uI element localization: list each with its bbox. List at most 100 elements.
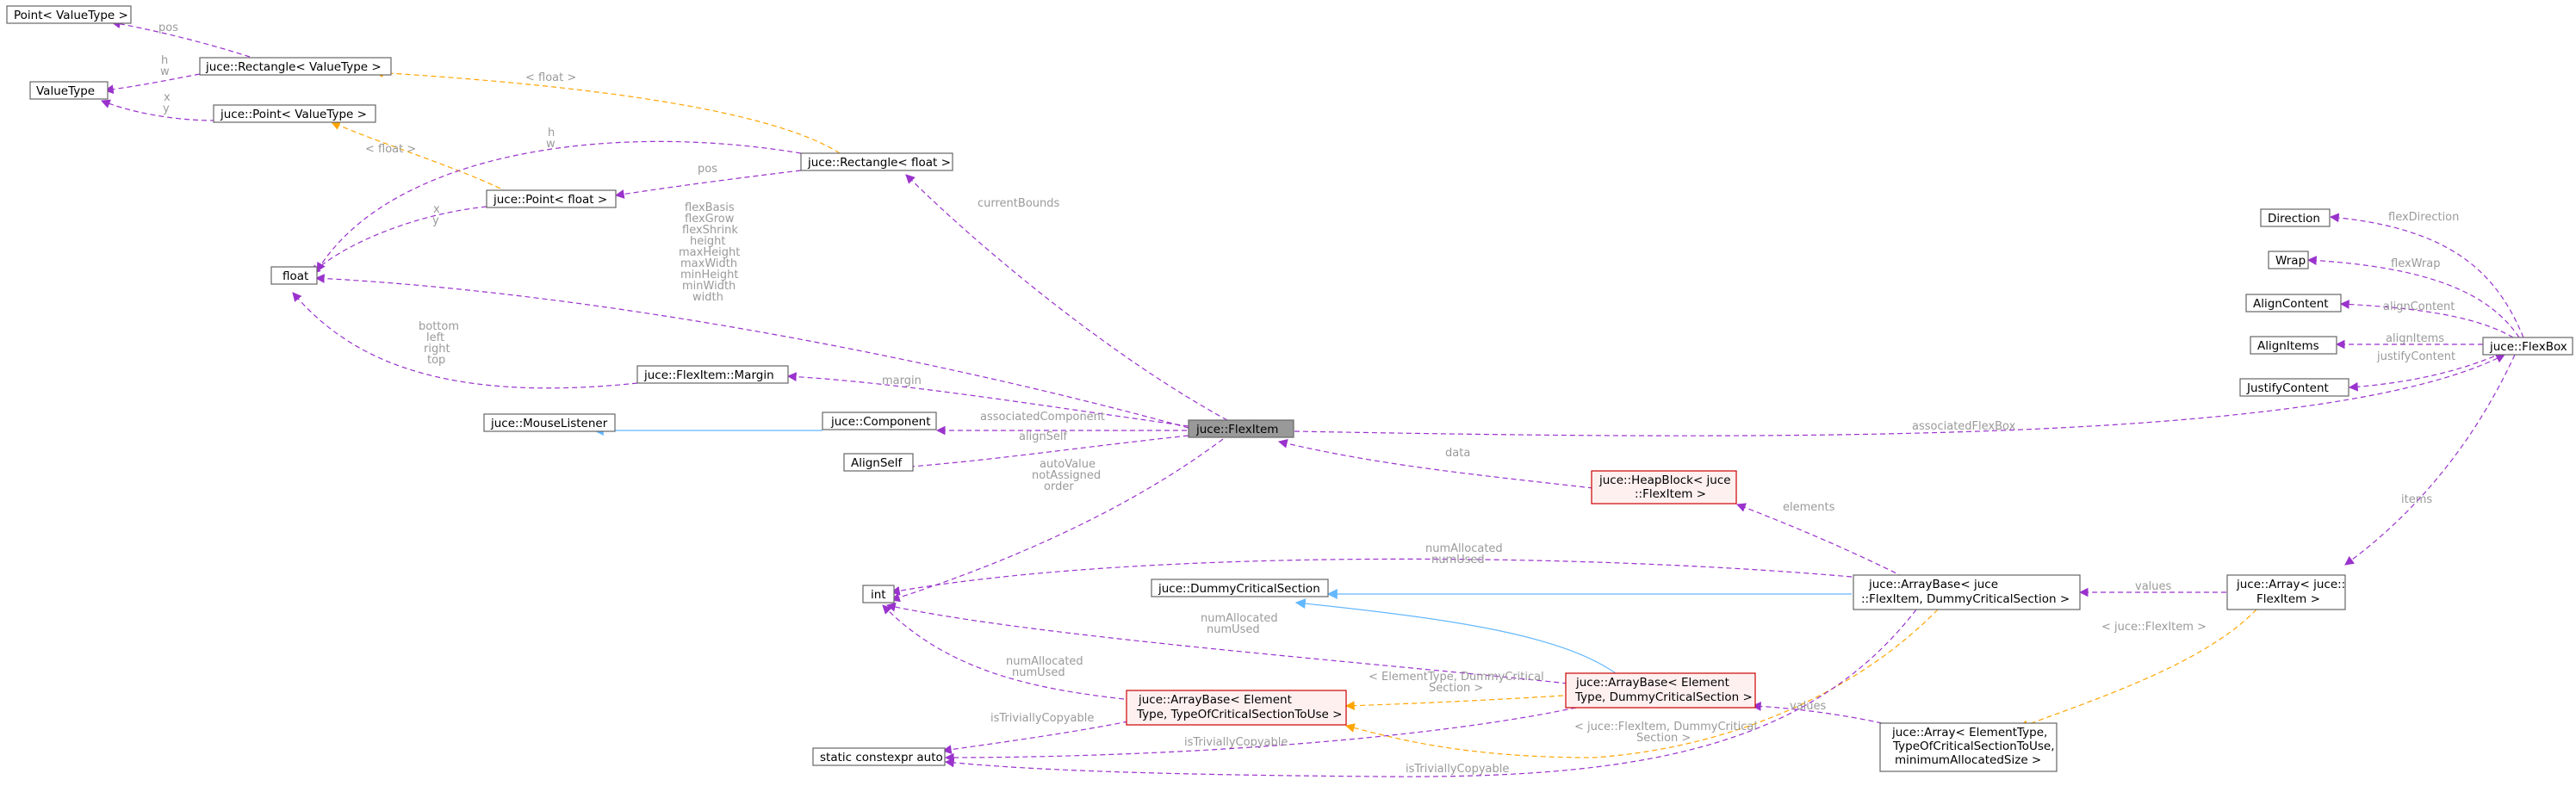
svg-text:TypeOfCriticalSectionToUse,: TypeOfCriticalSectionToUse, (1892, 740, 2054, 753)
label-associated-component: associatedComponent (980, 411, 1105, 424)
svg-text:juce::FlexItem: juce::FlexItem (1195, 423, 1278, 436)
svg-text:Direction: Direction (2268, 212, 2320, 226)
edge-justify-content (2348, 352, 2503, 392)
edge-num-alloc-used-2 (885, 602, 1577, 685)
label-max-height: maxHeight (679, 246, 740, 259)
svg-text:FlexItem >: FlexItem > (2256, 592, 2320, 606)
node-justifycontent[interactable]: JustifyContent (2239, 378, 2349, 397)
node-arraybase-element-dummy[interactable]: juce::ArrayBase< Element Type, DummyCrit… (1565, 672, 1756, 709)
label-pos-top: pos (158, 22, 178, 34)
label-flexitem-dummy-tmpl-1: < juce::FlexItem, DummyCritical (1574, 721, 1757, 733)
label-min-height: minHeight (680, 269, 739, 282)
node-static-constexpr-auto[interactable]: static constexpr auto (812, 747, 946, 766)
svg-text:juce::HeapBlock< juce: juce::HeapBlock< juce (1598, 473, 1731, 487)
svg-text:Type, TypeOfCriticalSectionToU: Type, TypeOfCriticalSectionToUse > (1136, 708, 1342, 721)
edge-inherit-dummycs-2 (1294, 598, 1620, 677)
label-flex-basis: flexBasis (685, 201, 735, 214)
edge-flexitem-dummy-tmpl (1344, 609, 1939, 758)
node-point-valuetype[interactable]: Point< ValueType > (6, 5, 132, 24)
edge-flex-fields (314, 274, 1189, 429)
edges (100, 19, 2524, 777)
svg-text:static constexpr auto: static constexpr auto (820, 751, 943, 764)
node-array-generic[interactable]: juce::Array< ElementType, TypeOfCritical… (1879, 722, 2058, 772)
edge-hw-top (103, 73, 201, 95)
label-values-1: values (2135, 580, 2172, 593)
nodes: Point< ValueType > juce::Rectangle< Valu… (6, 5, 2573, 772)
label-y-mid: y (432, 214, 439, 227)
label-flex-direction: flexDirection (2388, 211, 2459, 224)
node-array-flexitem[interactable]: juce::Array< juce:: FlexItem > (2226, 574, 2346, 610)
svg-text:ValueType: ValueType (36, 84, 95, 98)
node-juce-point-valuetype[interactable]: juce::Point< ValueType > (213, 104, 376, 123)
label-flexitem-dummy-tmpl-2: Section > (1636, 732, 1691, 745)
svg-text:juce::MouseListener: juce::MouseListener (490, 417, 608, 430)
label-is-trivially-copyable-1: isTriviallyCopyable (990, 712, 1094, 725)
edge-num-alloc-used-1 (890, 558, 1853, 596)
label-justify-content: justifyContent (2376, 350, 2455, 363)
edge-pos-mid (614, 170, 802, 199)
label-h-float: h (548, 127, 555, 139)
edge-is-trivially-copyable-3 (944, 609, 1917, 777)
edge-values-2 (1751, 702, 1883, 724)
edge-juce-flexitem-tmpl (2018, 609, 2257, 729)
node-flexitem[interactable]: juce::FlexItem (1188, 419, 1294, 438)
edge-align-content (2339, 300, 2514, 338)
edge-xy-top (100, 99, 216, 121)
node-mouselistener[interactable]: juce::MouseListener (483, 413, 616, 432)
node-heapblock[interactable]: juce::HeapBlock< juce ::FlexItem > (1591, 470, 1737, 504)
label-align-items: alignItems (2386, 332, 2444, 345)
svg-text:juce::ArrayBase< Element: juce::ArrayBase< Element (1575, 676, 1729, 690)
label-max-width: maxWidth (680, 257, 737, 270)
svg-text:minimumAllocatedSize >: minimumAllocatedSize > (1895, 753, 2041, 767)
node-rectangle-valuetype[interactable]: juce::Rectangle< ValueType > (199, 57, 392, 76)
svg-text:juce::Array< ElementType,: juce::Array< ElementType, (1891, 726, 2047, 740)
svg-text:juce::ArrayBase< juce: juce::ArrayBase< juce (1868, 578, 1998, 591)
edge-elements (1735, 503, 1904, 578)
node-point-float[interactable]: juce::Point< float > (486, 189, 617, 208)
svg-text:AlignItems: AlignItems (2257, 339, 2319, 353)
label-is-trivially-copyable-2: isTriviallyCopyable (1184, 736, 1288, 749)
node-wrap[interactable]: Wrap (2268, 251, 2309, 269)
node-alignitems[interactable]: AlignItems (2250, 336, 2337, 355)
node-arraybase-flexitem[interactable]: juce::ArrayBase< juce ::FlexItem, DummyC… (1853, 574, 2081, 610)
node-valuetype[interactable]: ValueType (29, 81, 109, 100)
edge-labels: pos h w x y < float > < float > h w pos … (158, 22, 2459, 776)
label-num-used-2: numUsed (1207, 623, 1260, 636)
label-margin-fields: bottom left right top (419, 320, 459, 367)
svg-text:AlignSelf: AlignSelf (851, 456, 903, 470)
node-dummy-critical-section[interactable]: juce::DummyCriticalSection (1151, 579, 1329, 597)
node-direction[interactable]: Direction (2260, 208, 2331, 227)
label-min-width: minWidth (682, 280, 736, 293)
edge-flex-wrap (2306, 256, 2520, 338)
label-x-mid: x (433, 203, 440, 216)
label-elem-dummy-tmpl-2: Section > (1429, 682, 1483, 695)
edge-margin-fields (292, 292, 638, 389)
edge-data (1277, 438, 1594, 489)
node-flexbox[interactable]: juce::FlexBox (2482, 337, 2573, 356)
svg-text:juce::FlexBox: juce::FlexBox (2489, 340, 2567, 354)
node-flexitem-margin[interactable]: juce::FlexItem::Margin (636, 365, 789, 384)
edge-num-alloc-used-3 (882, 604, 1125, 700)
node-component[interactable]: juce::Component (822, 412, 937, 430)
node-float[interactable]: float (270, 266, 318, 285)
node-alignself[interactable]: AlignSelf (843, 453, 914, 472)
label-pos-mid: pos (698, 163, 717, 176)
label-items: items (2401, 493, 2432, 506)
svg-text:juce::Component: juce::Component (830, 415, 931, 429)
node-int[interactable]: int (862, 585, 895, 603)
label-height: height (690, 235, 725, 248)
edge-float-tmpl-rect (373, 68, 841, 154)
label-flex-fields: flexBasis flexGrow flexShrink height max… (679, 201, 740, 304)
label-bottom: bottom (419, 320, 459, 333)
svg-text:::FlexItem >: ::FlexItem > (1635, 487, 1706, 501)
svg-text:Point< ValueType >: Point< ValueType > (14, 9, 128, 22)
node-rectangle-float[interactable]: juce::Rectangle< float > (800, 152, 953, 171)
node-arraybase-element-typeofcs[interactable]: juce::ArrayBase< Element Type, TypeOfCri… (1126, 690, 1347, 726)
node-aligncontent[interactable]: AlignContent (2245, 294, 2342, 313)
label-align-content: alignContent (2383, 300, 2455, 313)
label-w-top: w (160, 65, 170, 78)
label-auto-value: autoValue (1040, 458, 1096, 471)
svg-text:juce::ArrayBase< Element: juce::ArrayBase< Element (1138, 693, 1292, 707)
svg-text:juce::Array< juce::: juce::Array< juce:: (2236, 578, 2345, 591)
